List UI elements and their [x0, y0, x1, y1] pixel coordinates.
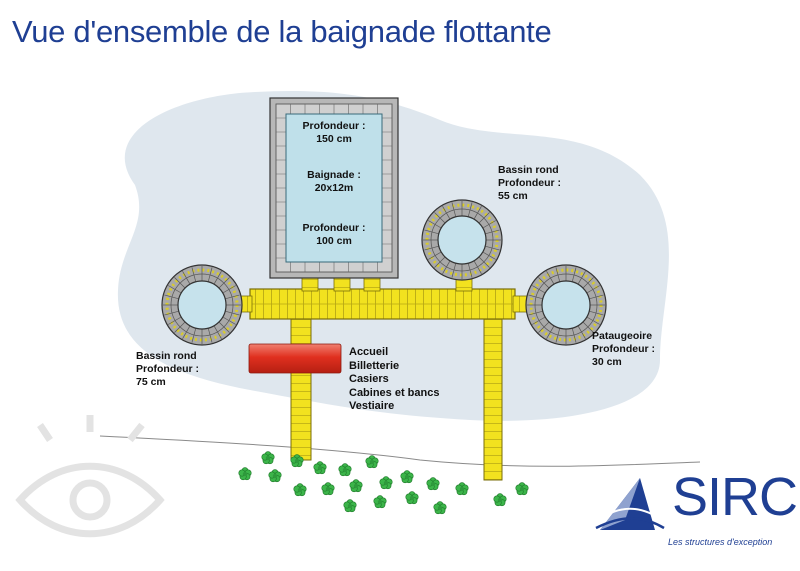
logo-tagline: Les structures d'exception — [668, 537, 773, 547]
reception-building — [248, 343, 342, 374]
tree-icon — [268, 469, 282, 483]
logo-name: SIRC — [672, 467, 798, 527]
walkway-left — [290, 311, 312, 461]
tree-icon — [373, 495, 387, 509]
pool-zone-bottom-label: Profondeur :100 cm — [302, 222, 366, 247]
trees — [238, 451, 529, 515]
tree-icon — [515, 482, 529, 496]
tree-icon — [338, 463, 352, 477]
tree-icon — [290, 454, 304, 468]
round-pool-right — [525, 264, 607, 346]
tree-icon — [321, 482, 335, 496]
round-pool-left — [161, 264, 243, 346]
round-pool-top — [421, 199, 503, 281]
connector-right — [512, 295, 528, 313]
pool-zone-mid-label: Baignade :20x12m — [307, 169, 361, 194]
main-pool — [269, 97, 399, 279]
tree-icon — [349, 479, 363, 493]
tree-icon — [293, 483, 307, 497]
tree-icon — [379, 476, 393, 490]
tree-icon — [400, 470, 414, 484]
tree-icon — [405, 491, 419, 505]
shoreline — [99, 435, 701, 467]
tree-icon — [365, 455, 379, 469]
tree-icon — [343, 499, 357, 513]
tree-icon — [493, 493, 507, 507]
eye-watermark — [15, 415, 165, 538]
pool-zone-top-label: Profondeur :150 cm — [302, 120, 366, 145]
tree-icon — [313, 461, 327, 475]
walkway-right — [483, 311, 503, 481]
tree-icon — [261, 451, 275, 465]
page-title: Vue d'ensemble de la baignade flottante — [12, 14, 552, 49]
tree-icon — [455, 482, 469, 496]
tree-icon — [433, 501, 447, 515]
tree-icon — [238, 467, 252, 481]
tree-icon — [426, 477, 440, 491]
sirc-logo-icon — [595, 478, 665, 530]
